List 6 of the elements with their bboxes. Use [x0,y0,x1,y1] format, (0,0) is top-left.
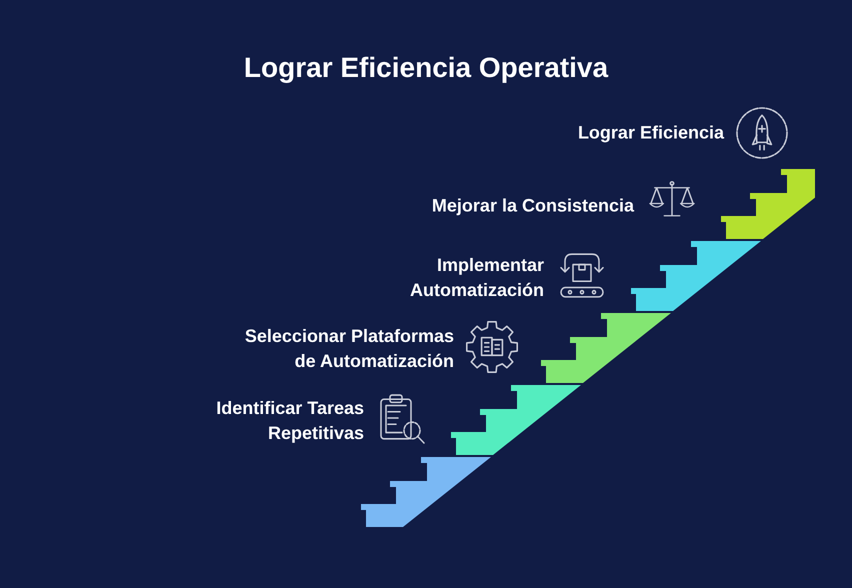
title: Lograr Eficiencia Operativa [244,51,608,85]
step-label: Seleccionar Plataformas de Automatización [244,325,454,373]
step-label: Identificar Tareas Repetitivas [215,397,364,445]
step-label: Lograr Eficiencia [578,122,724,144]
step-label: Mejorar la Consistencia [432,194,634,218]
step-label: Implementar Automatización [408,254,544,302]
